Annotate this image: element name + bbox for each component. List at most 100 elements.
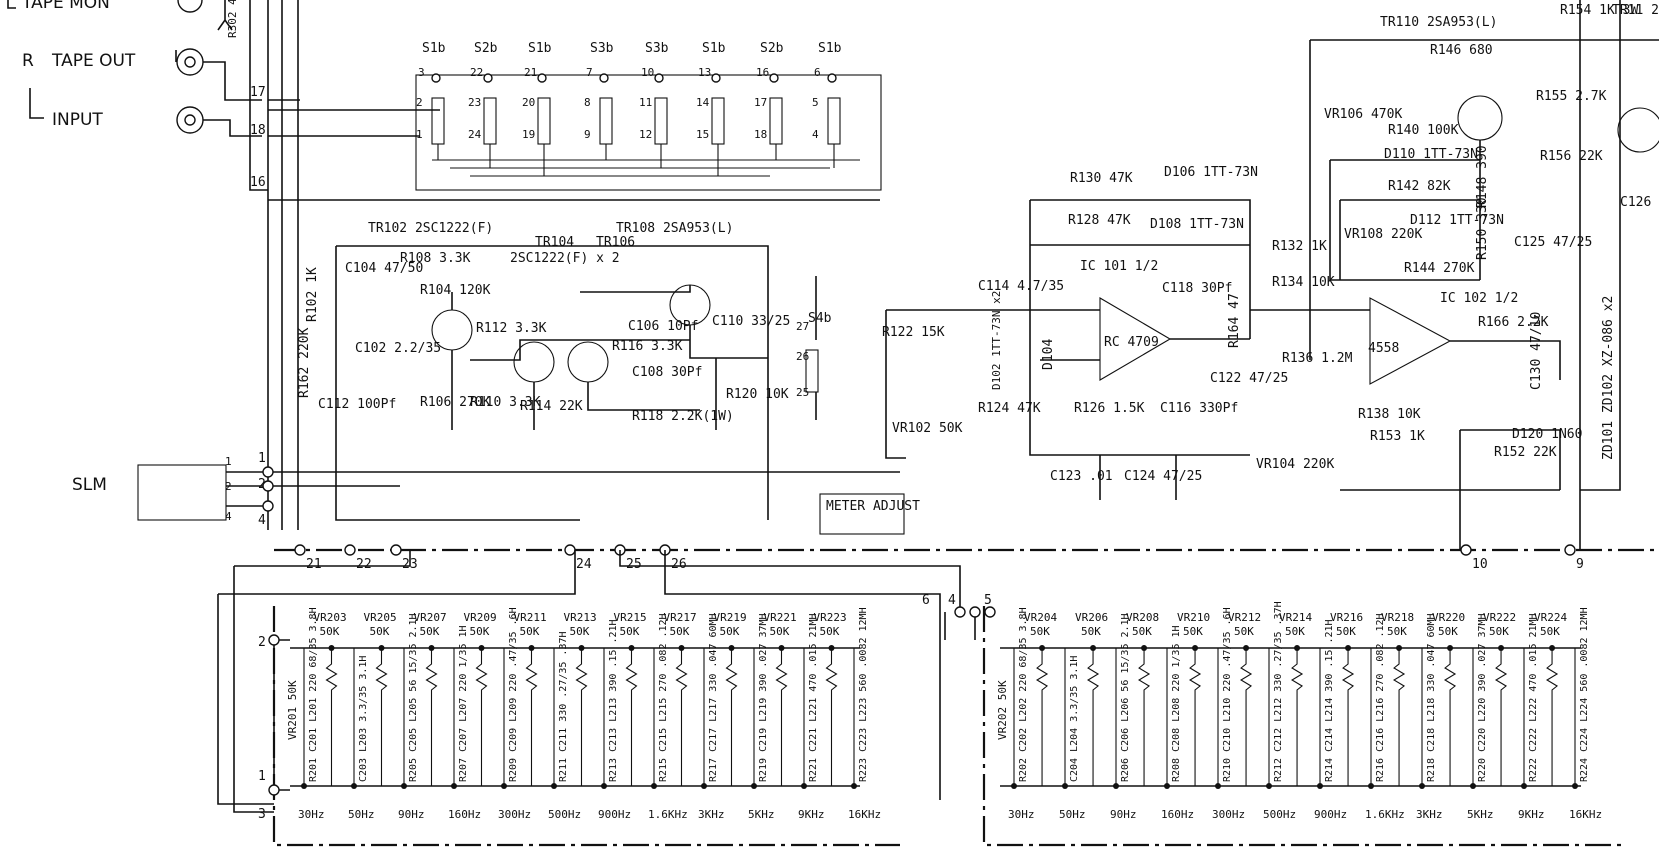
slm-wires: [226, 471, 900, 507]
eq_right-band-11: R224 C224 L224 560 .0082 12MH: [1579, 607, 1590, 782]
r166-label: R166 2.2K: [1478, 315, 1549, 330]
eq_left-vr-body-2: [425, 648, 438, 786]
switch-pin-mid-3: 8: [584, 96, 591, 109]
eq_left-band-node-11: [851, 783, 857, 789]
switch-pin-mid-5: 14: [696, 96, 710, 109]
r122-wire: [885, 309, 990, 459]
eq_left-vr-7: VR217: [664, 611, 697, 624]
vr104-label: VR104 220K: [1256, 457, 1334, 472]
r120-label: R120 10K: [726, 387, 789, 402]
c130-label: C130 47/10: [1529, 312, 1544, 390]
eq_right-band-2: R206 C206 L206 56 15/35 2.1H: [1120, 613, 1131, 782]
eq_left-vr-value-9: 50K: [770, 625, 790, 638]
eq_left-vr-2: VR207: [414, 611, 447, 624]
switch-pin-top-3: 7: [586, 66, 593, 79]
r134-label: R134 10K: [1272, 275, 1335, 290]
r138-label: R138 10K: [1358, 407, 1421, 422]
switch-label-0: S1b: [422, 41, 446, 56]
eq_right-vr-2: VR208: [1126, 611, 1159, 624]
r148-label: R148 390: [1475, 145, 1490, 208]
input-jack-center: [184, 114, 196, 126]
eq_right-freq-5: 500Hz: [1263, 808, 1296, 821]
eq_left-vr-body-4: [525, 648, 538, 786]
meter-adjust: R122 15K VR102 50K METER ADJUST: [819, 309, 990, 535]
c110-label: C110 33/25: [712, 314, 790, 329]
zd-label: ZD101 ZD102 XZ-086 x2: [1601, 296, 1616, 460]
slm-jack-body: [137, 464, 227, 521]
switch-contact-top-2: [537, 73, 547, 83]
eq_right-band-node-4: [1215, 783, 1221, 789]
bus-node-0: [294, 544, 306, 556]
r130-label: R130 47K: [1070, 171, 1133, 186]
slm-pin-1: 1: [225, 455, 232, 468]
eq_left-vr-value-7: 50K: [670, 625, 690, 638]
c102-label: C102 2.2/35: [355, 341, 441, 356]
r132-label: R132 1K: [1272, 239, 1327, 254]
c126-label: C126 220/: [1620, 195, 1659, 210]
switch-contact-top-1: [483, 73, 493, 83]
eq_right-freq-4: 300Hz: [1212, 808, 1245, 821]
eq_right-band-node-11: [1572, 783, 1578, 789]
eq_left-vr-6: VR215: [614, 611, 647, 624]
c116-label: C116 330Pf: [1160, 401, 1238, 416]
eq_right-rails: [1000, 647, 1581, 787]
eq_left-freq-0: 30Hz: [298, 808, 325, 821]
vr102-label: VR102 50K: [892, 421, 963, 436]
switch-blade-5: [711, 97, 725, 145]
eq_left-band-node-6: [601, 783, 607, 789]
eq_right-vr-value-8: 50K: [1438, 625, 1458, 638]
bus-node-label-6: 10: [1472, 557, 1488, 572]
c106-label: C106 10Pf: [628, 319, 698, 334]
eq_left-master-label: VR201 50K: [286, 680, 299, 740]
eq-connectors: 2 1 3 6 4 5: [217, 550, 996, 822]
r106-label: R106 270K: [420, 395, 491, 410]
ic102-opamp: [1369, 297, 1452, 385]
eq_left-freq-8: 3KHz: [698, 808, 725, 821]
r302-body: [217, 0, 233, 31]
eq_right-vr-value-5: 50K: [1285, 625, 1305, 638]
eq_right-vr-body-4: [1239, 648, 1253, 786]
slm-label: SLM: [72, 475, 107, 495]
tape-out-wire: [203, 61, 262, 101]
eq_right-vr-body-9: [1494, 648, 1508, 786]
switch-pin-mid-0: 2: [416, 96, 423, 109]
c125-label: C125 47/25: [1514, 235, 1592, 250]
eq_left-band-7: R215 C215 L215 270 .082 .12H: [658, 613, 669, 782]
eq_right-band-9: R220 C220 L220 390 .027 37MH: [1477, 613, 1488, 782]
bus-node-label-5: 26: [671, 557, 687, 572]
eq_left-vr-value-0: 50K: [320, 625, 340, 638]
d102-label: D102 1TT-73N x2: [990, 291, 1003, 390]
tape-out-jack-center: [184, 56, 196, 68]
eq_left-band-node-2: [401, 783, 407, 789]
s4b-switch: [805, 349, 819, 393]
eq_right-band-node-0: [1011, 783, 1017, 789]
eq_left-band-node-7: [651, 783, 657, 789]
c114-label: C114 4.7/35: [978, 279, 1064, 294]
eq_left-vr-4: VR211: [514, 611, 547, 624]
input-label: INPUT: [52, 110, 103, 130]
slm-pin-4: 4: [225, 510, 232, 523]
pin-17: 17: [250, 85, 266, 100]
r302-wire: [249, 0, 268, 191]
eq_right-band-8: R218 C218 L218 330 .047 60MH: [1426, 613, 1437, 782]
eq_left-band-node-10: [801, 783, 807, 789]
meter-adjust-label: METER ADJUST: [826, 499, 920, 514]
eq_right-band-node-2: [1113, 783, 1119, 789]
r150-label: R150 330: [1475, 197, 1490, 260]
c122-label: C122 47/25: [1210, 371, 1288, 386]
eq_right-vr-body-1: [1086, 648, 1100, 786]
switch-feed-wires: [268, 109, 880, 201]
switch-contact-top-5: [711, 73, 721, 83]
eq_right-band-node-9: [1470, 783, 1476, 789]
eq_right-vr-body-0: [1035, 648, 1049, 786]
eq_left-band-node-9: [751, 783, 757, 789]
output-coupling: [715, 357, 768, 430]
eq_left-band-8: R217 C217 L217 330 .047 60MH: [708, 613, 719, 782]
switch-pin-top-1: 22: [470, 66, 483, 79]
eq_right-freq-0: 30Hz: [1008, 808, 1035, 821]
eq_left-vr-body-0: [325, 648, 338, 786]
switch-blade-3: [599, 97, 613, 145]
r104-label: R104 120K: [420, 283, 491, 298]
switch-contact-top-6: [769, 73, 779, 83]
input-wire: [203, 119, 262, 137]
